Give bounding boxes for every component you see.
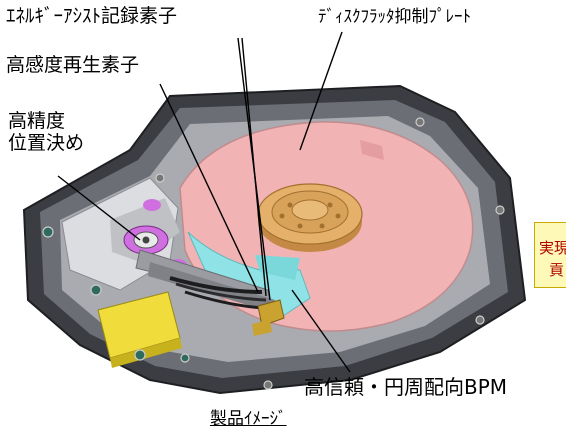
side-annotation-box: 実現 貢 bbox=[534, 222, 566, 288]
side-annotation-line2: 貢 bbox=[549, 261, 565, 279]
spindle-hub bbox=[257, 183, 363, 252]
pcb-connector bbox=[97, 291, 182, 368]
leader-flutter-plate bbox=[299, 31, 343, 151]
leader-lines bbox=[57, 31, 351, 373]
leader-sensing-element bbox=[159, 83, 259, 293]
label-bpm: 高信頼・円周配向BPM bbox=[304, 375, 508, 399]
leader-bpm bbox=[291, 289, 351, 373]
label-precise-positioning: 高精度 位置決め bbox=[8, 110, 85, 154]
label-high-sensitivity-reader: 高感度再生素子 bbox=[6, 54, 140, 76]
label-energy-assist-recording: ｴﾈﾙｷﾞｰｱｼｽﾄ記録素子 bbox=[6, 5, 178, 27]
chassis-screws bbox=[42, 117, 505, 390]
leader-energy-assist-2 bbox=[241, 37, 267, 297]
label-flutter-suppression-plate: ﾃﾞｨｽｸﾌﾗｯﾀ抑制ﾌﾟﾚｰﾄ bbox=[318, 7, 471, 27]
side-annotation-line1: 実現 bbox=[539, 239, 566, 257]
caption-product-image: 製品ｲﾒｰｼﾞ bbox=[210, 409, 287, 429]
leader-precise-positioning bbox=[57, 175, 141, 241]
actuator-assembly bbox=[61, 177, 285, 336]
